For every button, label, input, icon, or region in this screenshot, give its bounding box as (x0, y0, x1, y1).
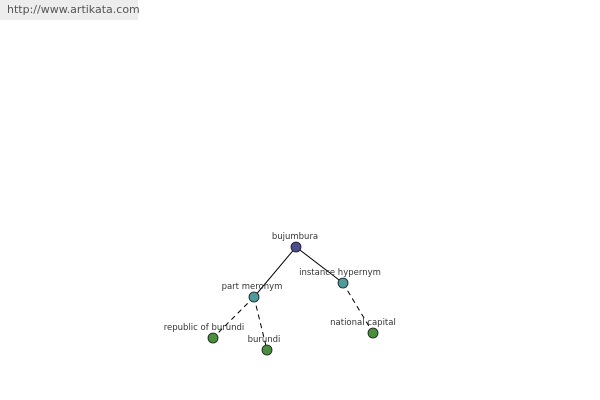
node-part-meronym[interactable] (248, 291, 260, 303)
node-national-capital[interactable] (367, 327, 379, 339)
node-burundi[interactable] (261, 344, 273, 356)
label-national-capital: national capital (330, 318, 396, 328)
edge-part-meronym-republic-of-burundi (212, 296, 255, 339)
node-republic-of-burundi[interactable] (207, 332, 219, 344)
label-republic-of-burundi: republic of burundi (164, 323, 245, 333)
source-url-banner[interactable]: http://www.artikata.com (0, 0, 140, 20)
edge-part-meronym-burundi (253, 296, 268, 351)
label-instance-hypernym: instance hypernym (299, 268, 381, 278)
edge-root-part-meronym (253, 246, 297, 298)
node-instance-hypernym[interactable] (337, 277, 349, 289)
edge-instance-hypernym-national-capital (342, 282, 374, 334)
label-burundi: burundi (248, 335, 281, 345)
edge-root-instance-hypernym (295, 246, 344, 284)
node-bujumbura[interactable] (290, 241, 302, 253)
label-bujumbura: bujumbura (272, 232, 318, 242)
label-part-meronym: part meronym (222, 282, 283, 292)
